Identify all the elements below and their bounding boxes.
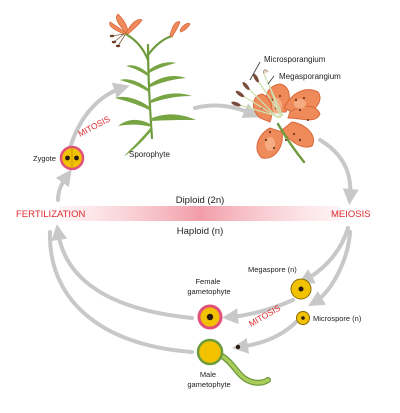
microspore-cell: [296, 311, 310, 325]
arrow-male-to-fertilization: [47, 230, 194, 354]
zygote-label: Zygote: [33, 154, 56, 163]
male-gametophyte-label-line2: gametophyte: [187, 380, 230, 389]
zygote-cell: [59, 145, 85, 171]
cycle-arrows: [47, 82, 359, 354]
label-leader-lines: [249, 61, 275, 85]
megaspore-label: Megaspore (n): [248, 265, 297, 274]
arrow-female-to-fertilization: [51, 224, 194, 320]
arrow-sporophyte-to-flower: [193, 103, 260, 118]
lily-flower-illustration: [231, 69, 321, 164]
sporophyte-plant-illustration: [109, 13, 196, 156]
arrow-flower-to-meiosis: [318, 138, 359, 205]
fertilization-label: FERTILIZATION: [16, 209, 85, 220]
microspore-label: Microspore (n): [313, 314, 362, 323]
megaspore-cell: [290, 278, 312, 300]
meiosis-label: MEIOSIS: [331, 209, 371, 220]
female-gametophyte-cell: [197, 304, 223, 330]
male-gametophyte-label-line1: Male: [200, 370, 216, 379]
megasporangium-label: Megasporangium: [279, 72, 341, 81]
microsporangium-label: Microsporangium: [264, 55, 326, 64]
haploid-label: Haploid (n): [177, 226, 223, 237]
diploid-label: Diploid (2n): [176, 195, 225, 206]
mitosis-top-label: MITOSIS: [76, 113, 112, 138]
arrow-zygote-to-sporophyte: [68, 82, 130, 150]
male-gametophyte-cell: [196, 338, 271, 386]
mitosis-bottom-label: MITOSIS: [247, 303, 282, 329]
female-gametophyte-label-line1: Female: [195, 277, 220, 286]
male-gametophyte-label: Male gametophyte: [187, 370, 230, 389]
arrow-fertilization-to-zygote: [55, 169, 72, 202]
ploidy-divider-band: [60, 206, 340, 221]
sporophyte-label: Sporophyte: [129, 150, 170, 159]
female-gametophyte-label: Female gametophyte: [187, 277, 230, 296]
arrow-meiosis-to-microspore: [308, 230, 352, 307]
female-gametophyte-label-line2: gametophyte: [187, 287, 230, 296]
arrow-megaspore-to-female: [222, 298, 295, 325]
arrow-microspore-to-male: [232, 320, 298, 354]
arrow-meiosis-to-megaspore: [297, 226, 350, 284]
